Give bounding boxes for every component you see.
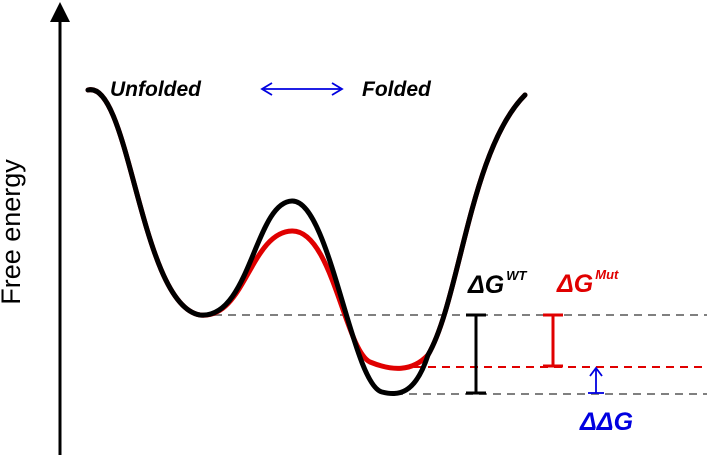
y-axis-arrowhead [50,2,70,22]
state-labels: Unfolded Folded [110,78,432,101]
energy-curves [85,87,528,397]
delta-delta-g-label: ΔΔG [579,408,633,436]
equilibrium-arrow-icon [260,82,344,96]
delta-g-mut-bracket [543,313,563,368]
delta-g-mut-symbol: ΔG [556,270,593,298]
delta-g-mut-superscript: Mut [595,267,619,282]
reference-lines [200,314,707,395]
y-axis-label: Free energy [0,159,26,305]
folded-label: Folded [362,78,432,101]
wild-type-energy-curve [85,87,528,397]
delta-g-wt-superscript: WT [506,268,527,283]
y-axis: Free energy [0,2,70,455]
delta-delta-g: ΔΔG [579,366,633,436]
delta-g-wt-bracket [466,313,486,395]
mutant-energy-curve [85,87,528,371]
delta-g-wt-symbol: ΔG [467,271,504,299]
delta-delta-g-arrow-icon [588,366,604,394]
unfolded-label: Unfolded [110,78,202,101]
